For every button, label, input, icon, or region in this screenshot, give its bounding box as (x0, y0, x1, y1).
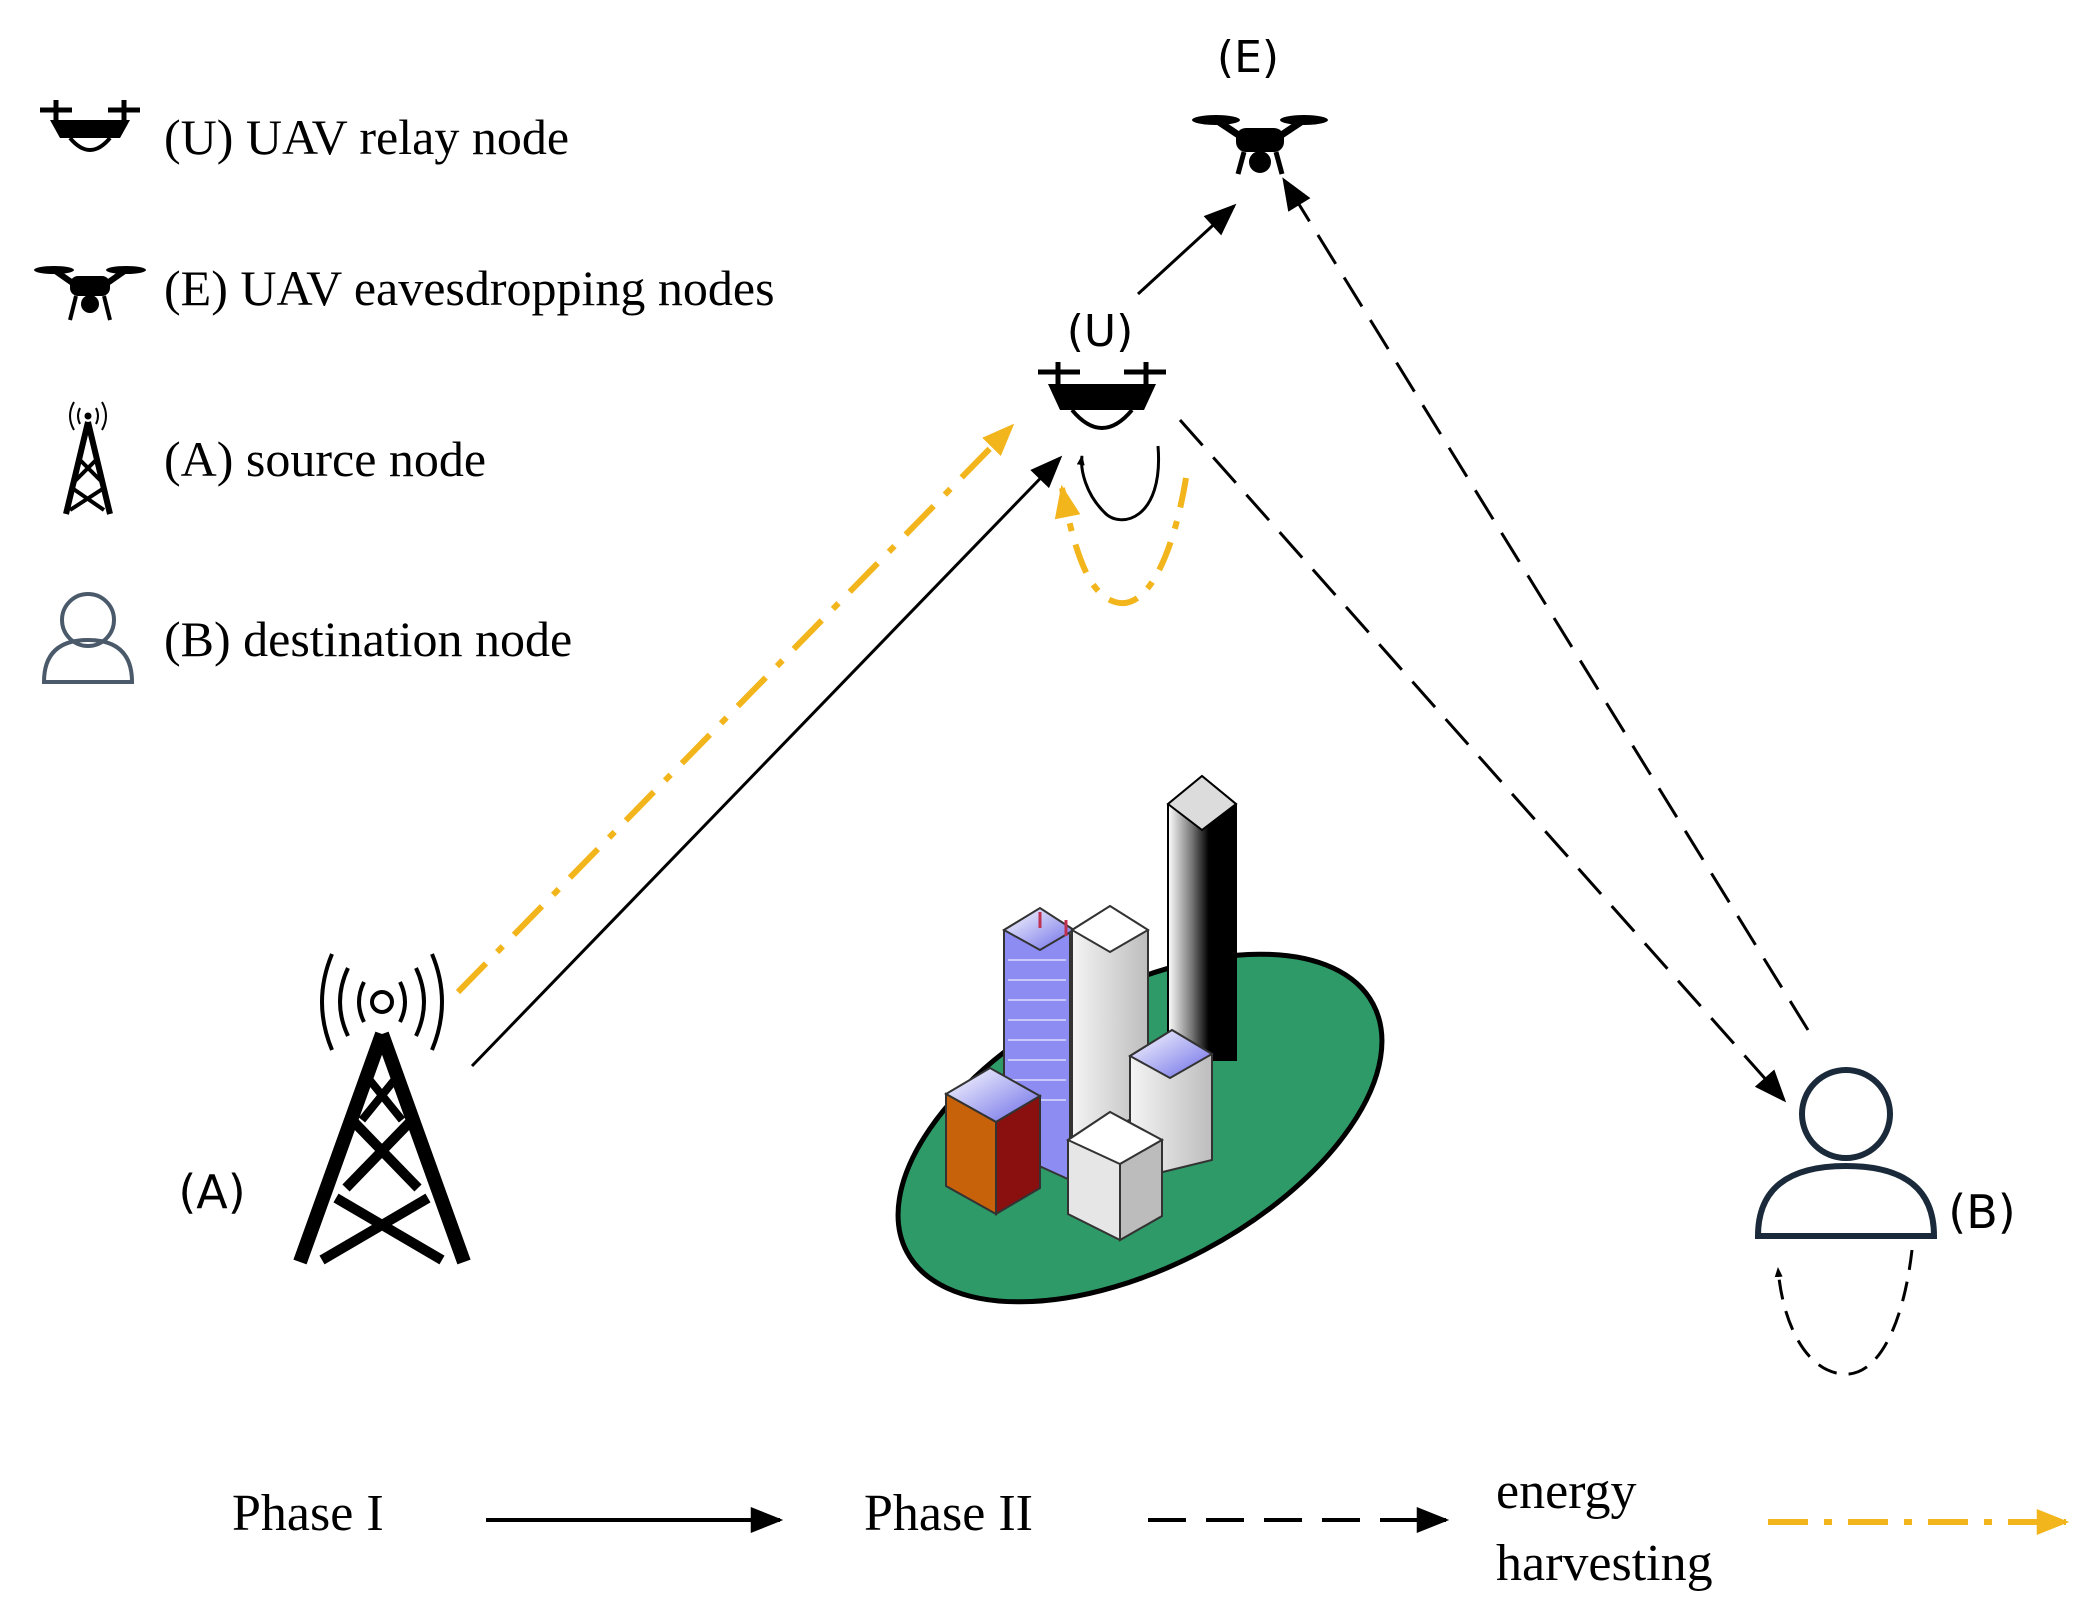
phase2-label: Phase II (864, 1485, 1033, 1542)
node-legend: (U) UAV relay node (E) UAV eavesdropping… (34, 100, 775, 684)
city-buildings-illustration (895, 774, 1385, 1305)
phase2-link-u-to-b (1178, 419, 1787, 1103)
node-label-a: (A) (178, 1165, 245, 1219)
node-label-u: (U) (1067, 306, 1134, 357)
relay-drone-icon (1038, 362, 1166, 430)
uav-eavesdropper-drone-icon (34, 266, 146, 321)
legend-label-uav-eavesdropper: (E) UAV eavesdropping nodes (164, 260, 775, 316)
energy-label-line2: harvesting (1496, 1535, 1713, 1592)
user-person-icon (41, 592, 135, 684)
legend-label-destination: (B) destination node (164, 611, 572, 667)
legend-label-uav-relay: (U) UAV relay node (164, 109, 569, 165)
phase1-link-u-to-e (1136, 203, 1237, 296)
eavesdropper-drone-icon (1192, 115, 1328, 175)
node-label-e: (E) (1217, 32, 1279, 83)
phase1-label: Phase I (232, 1485, 384, 1542)
relay-energy-self-loop (1054, 477, 1189, 606)
energy-label-line1: energy (1496, 1463, 1637, 1520)
legend-label-source: (A) source node (164, 431, 486, 487)
destination-self-loop (1774, 1249, 1914, 1376)
node-label-b: (B) (1948, 1185, 2015, 1239)
phase1-link-a-to-u (470, 455, 1063, 1068)
source-tower-icon (293, 953, 471, 1265)
energy-link-a-to-u (455, 423, 1015, 995)
cell-tower-icon (63, 401, 113, 515)
phase-legend: Phase I Phase II energy harvesting (232, 1463, 2070, 1592)
uav-relay-drone-icon (40, 100, 140, 152)
relay-self-loop (1076, 445, 1161, 522)
destination-person-icon (1754, 1067, 1938, 1239)
phase2-link-b-to-e (1282, 177, 1810, 1031)
